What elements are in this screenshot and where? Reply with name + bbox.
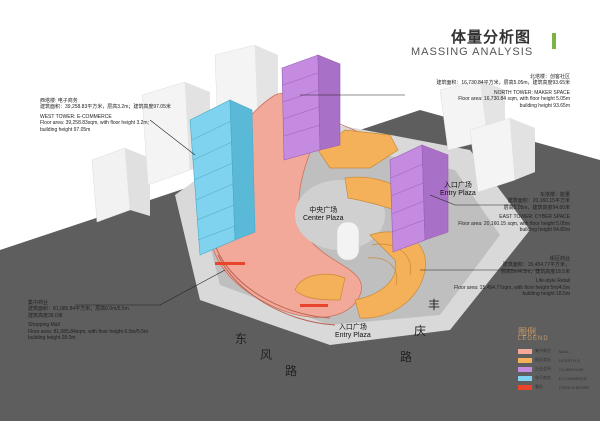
mall-en-area: Floor area: 81,085.84sqm, with floor hei… [28, 328, 149, 335]
north-tower-en-name: NORTH TOWER: MAKER SPACE [493, 89, 570, 96]
east-tower-en-height: building height 94.80m [519, 227, 570, 234]
legend-label-cn: 餐饮 [535, 384, 543, 389]
context-building [91, 147, 131, 223]
legend-label-en: E-COMMERCE [559, 375, 587, 381]
east-tower-side [421, 144, 449, 241]
retail-en-area: Floor area: 15,454.77sqm, with floor hei… [454, 284, 570, 291]
east-tower-en-name: EAST TOWER: CYBER SPACE [499, 214, 570, 221]
east-tower-cn-floor: 层高5.05m，建筑高度94.80米 [503, 204, 570, 211]
east-tower-floors [390, 163, 425, 233]
west-tower-note: 西塔楼: 电子商务 建筑面积：39,258.83平方米，层高3.2m；建筑高度9… [40, 98, 171, 133]
legend-label-en: MALL [559, 348, 570, 354]
legend-title: 图例 [518, 327, 537, 337]
east-tower-en-area: Floor area: 20,160.15 sqm, with floor he… [458, 220, 570, 227]
road-fengqing-2: 庆 [414, 324, 427, 338]
legend-label-cn: 企业会所 [535, 366, 551, 371]
north-tower-cn-name: 北塔楼：创客社区 [529, 74, 570, 80]
legend-item: 企业会所 CLUBHOUSE [518, 366, 584, 373]
entry-plaza-south-label: 入口广场 Entry Plaza [335, 322, 371, 339]
context-building [469, 117, 516, 193]
retail-en-height: building height 18.5m [522, 291, 570, 298]
west-tower-cn-name: 西塔楼: 电子商务 [40, 98, 78, 104]
legend-swatch [518, 384, 532, 390]
mall-podium-layer [214, 244, 331, 319]
center-plaza-label: 中央广场 Center Plaza [303, 205, 343, 222]
page-subtitle: MASSING ANALYSIS [411, 46, 534, 58]
center-plaza-en: Center Plaza [303, 215, 344, 222]
retail-block-south [294, 273, 346, 301]
west-tower-cn-detail: 建筑面积：39,258.83平方米，层高3.2m；建筑高度97.05米 [40, 104, 171, 111]
legend-label-en: CLUBHOUSE [559, 366, 584, 372]
east-tower-note: 东塔楼：能量 建筑面积：20,160.15平方米 层高5.05m，建筑高度94.… [458, 192, 570, 233]
mall-en-height: building height 28.0m [28, 335, 76, 342]
east-tower-front [389, 144, 426, 253]
north-tower-side [317, 54, 341, 151]
north-tower-floors [282, 72, 321, 137]
leader-lines [75, 94, 540, 306]
context-building [125, 148, 150, 216]
west-tower-floors [191, 120, 236, 241]
retail-cn-name: 街区商业 [549, 256, 570, 262]
road-fengqing-1: 丰 [428, 298, 441, 312]
legend-label-en: LIFESTYLE [559, 357, 581, 363]
fnb-strip [300, 304, 328, 307]
legend-label-cn: 电子商务 [535, 375, 551, 380]
east-tower-cn-name: 东塔楼：能量 [539, 192, 570, 198]
legend-swatch [518, 348, 532, 354]
mall-cn-height: 建筑高度28.0米 [28, 312, 63, 319]
page-title: 体量分析图 [451, 29, 532, 46]
legend-swatch [518, 375, 532, 381]
legend-item: 餐饮 FOOD & BEVER [518, 384, 589, 391]
north-tower-note: 北塔楼：创客社区 建筑面积：16,730.84平方米，层高5.05m，建筑高度9… [436, 74, 570, 109]
road-dongfeng-1: 东 [235, 332, 248, 346]
retail-note: 街区商业 建筑面积：15,454.77平方米， 层高5m/4.5m，建筑高度18… [454, 256, 570, 297]
entry-plaza-north-label: 入口广场 Entry Plaza [440, 180, 476, 197]
mall-cn-area: 建筑面积：81,085.84平方米，层高6.0m/5.5m [28, 306, 129, 313]
legend-label-en: FOOD & BEVER [559, 384, 590, 390]
title-accent-bar [552, 33, 556, 49]
legend-label-cn: 街区商业 [535, 357, 551, 362]
east-tower-cn-area: 建筑面积：20,160.15平方米 [507, 198, 570, 205]
mall-cn-name: 集中商业 [28, 300, 49, 306]
retail-en-name: Life-style Retail [535, 278, 570, 285]
legend-title-en: LEGEND [518, 336, 549, 342]
west-tower-en-area: Floor area: 39,258.83sqm, with floor hei… [40, 120, 149, 127]
north-tower-en-area: Floor area: 16,730.84 sqm, with floor he… [458, 96, 570, 103]
retail-cn-area: 建筑面积：15,454.77平方米， [502, 262, 570, 269]
north-tower-front [281, 54, 321, 161]
west-tower-en-name: WEST TOWER: E-COMMERCE [40, 113, 112, 120]
legend-item: 电子商务 E-COMMERCE [518, 375, 587, 382]
north-tower-cn-detail: 建筑面积：16,730.84平方米，层高5.05m，建筑高度93.65米 [436, 80, 570, 87]
north-tower-en-height: building height 93.65m [519, 102, 570, 109]
entry-plaza-south-cn: 入口广场 [338, 324, 367, 331]
fnb-strip [215, 262, 245, 265]
center-plaza-cn: 中央广场 [309, 207, 338, 214]
retail-cn-floor: 层高5m/4.5m，建筑高度18.5米 [500, 268, 570, 275]
west-tower-en-height: building height 97.05m [40, 126, 91, 133]
legend-label-cn: 集中商业 [535, 348, 551, 353]
entry-plaza-north-cn: 入口广场 [443, 182, 472, 189]
mall-podium-layer [217, 254, 336, 326]
mall-en-name: Shopping Mall [28, 322, 60, 329]
legend-swatch [518, 366, 532, 372]
entry-plaza-north-en: Entry Plaza [440, 190, 476, 197]
road-dongfeng-2: 风 [260, 348, 273, 362]
mall-note: 集中商业 建筑面积：81,085.84平方米，层高6.0m/5.5m 建筑高度2… [28, 300, 148, 341]
context-building [510, 118, 535, 180]
legend-item: 集中商业 MALL [518, 348, 569, 355]
entry-plaza-south-en: Entry Plaza [335, 332, 371, 339]
legend-swatch [518, 357, 532, 363]
road-fengqing-3: 路 [400, 350, 413, 364]
road-dongfeng-3: 路 [285, 364, 298, 378]
retail-block-layer [371, 243, 412, 276]
west-tower-side [229, 99, 256, 241]
rotunda [336, 221, 360, 261]
legend-item: 街区商业 LIFESTYLE [518, 357, 580, 364]
retail-block-layer [367, 257, 398, 286]
